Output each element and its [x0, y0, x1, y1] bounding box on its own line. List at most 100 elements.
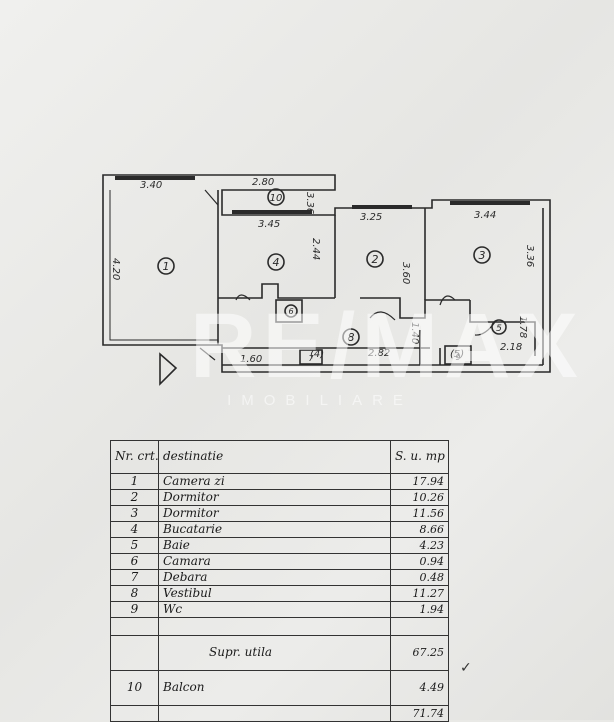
cell-empty [390, 616, 449, 636]
dim-label: 2.82 [368, 348, 390, 359]
cell-destination: Dormitor [158, 504, 391, 522]
entry-arrow [159, 352, 178, 386]
cell-area: 0.48 [390, 568, 449, 586]
room-number: 8 [348, 331, 355, 344]
door-4 [439, 295, 456, 306]
table-row: 6 Camara 0.94 [110, 552, 449, 570]
door-1 [204, 189, 219, 206]
cell-empty [110, 634, 159, 671]
table-row: 8 Vestibul 11.27 [110, 584, 449, 602]
cell-nr: 4 [110, 520, 159, 538]
cell-nr: 8 [110, 584, 159, 602]
room-number: 6 [288, 307, 293, 316]
check-mark: ✓ [460, 660, 472, 676]
closet-6 [275, 299, 303, 323]
table-row: 9 Wc 1.94 [110, 600, 449, 618]
dim-label: 4.20 [110, 258, 121, 280]
table-row: 3 Dormitor 11.56 [110, 504, 449, 522]
room-number: 1 [163, 260, 170, 273]
room-number: 4 [273, 256, 280, 269]
room-number: 9 [455, 353, 460, 362]
dim-label: 1.60 [240, 354, 262, 365]
dim-label: 3.44 [474, 210, 496, 221]
cell-area: 11.27 [390, 584, 449, 602]
dim-label: 3.36 [304, 192, 315, 214]
room-circle-8 [342, 328, 360, 346]
door-entry [199, 347, 216, 361]
cell-destination: Vestibul [158, 584, 391, 602]
area-table: Nr. crt. destinatie S. u. mp 1 Camera zi… [110, 440, 449, 722]
header-destination: destinatie [158, 440, 391, 474]
dim-label: 3.45 [258, 219, 280, 230]
cell-empty [158, 616, 391, 636]
room-number: 5 [496, 324, 502, 334]
cell-nr: 9 [110, 600, 159, 618]
subtotal-area: 67.25 [390, 634, 449, 671]
dim-label: 1.40 [409, 322, 420, 344]
cell-destination: Debara [158, 568, 391, 586]
cell-area: 10.26 [390, 488, 449, 506]
cell-destination: Dormitor [158, 488, 391, 506]
cell-destination: Bucatarie [158, 520, 391, 538]
table-row-blank [110, 616, 449, 636]
outer-wall-inner [109, 190, 218, 341]
room-circle-10 [267, 188, 285, 206]
balcony-row: 10 Balcon 4.49 [110, 669, 449, 706]
dim-label: 2.80 [252, 177, 274, 188]
cell-nr: 6 [110, 552, 159, 570]
room-circle-3 [473, 246, 491, 264]
header-nr: Nr. crt. [110, 440, 159, 474]
dim-label: 3.40 [140, 180, 162, 191]
cell-empty [158, 704, 391, 722]
cell-nr: 5 [110, 536, 159, 554]
dim-label: 1.78 [517, 316, 528, 338]
cell-nr: 7 [110, 568, 159, 586]
dim-label: 2.18 [500, 342, 522, 353]
dim-label: (4) [310, 349, 324, 360]
room-number: 10 [270, 193, 283, 204]
room-number: 7 [308, 354, 314, 363]
subtotal-row: Supr. utila 67.25 [110, 634, 449, 671]
dim-label: 2.44 [310, 238, 321, 260]
cell-area: 11.56 [390, 504, 449, 522]
table-row: 4 Bucatarie 8.66 [110, 520, 449, 538]
cell-destination: Baie [158, 536, 391, 554]
balcony-area: 4.49 [390, 669, 449, 706]
dim-label: 3.25 [360, 212, 382, 223]
cell-destination: Camera zi [158, 472, 391, 490]
room-circle-6 [284, 304, 298, 318]
corridor-wall-2 [360, 297, 470, 319]
table-row: 1 Camera zi 17.94 [110, 472, 449, 490]
cell-destination: Camara [158, 552, 391, 570]
total-row: 71.74 [110, 704, 449, 722]
dim-label: 3.36 [524, 245, 535, 267]
cell-destination: Wc [158, 600, 391, 618]
room-circle-1 [157, 257, 175, 275]
table-row: 2 Dormitor 10.26 [110, 488, 449, 506]
cell-nr: 2 [110, 488, 159, 506]
wc-9 [444, 345, 472, 365]
table-row: 7 Debara 0.48 [110, 568, 449, 586]
cell-area: 17.94 [390, 472, 449, 490]
bathroom-wall [469, 300, 536, 356]
room-circle-4 [267, 253, 285, 271]
room-circle-2 [366, 250, 384, 268]
corridor-wall [218, 283, 335, 299]
dim-label: 3.60 [400, 262, 411, 284]
header-area: S. u. mp [390, 440, 449, 474]
cell-area: 0.94 [390, 552, 449, 570]
table-row: 5 Baie 4.23 [110, 536, 449, 554]
total-area: 71.74 [390, 704, 449, 722]
closet-7 [299, 349, 323, 365]
cell-empty [110, 616, 159, 636]
subtotal-label: Supr. utila [158, 634, 391, 671]
cell-nr: 3 [110, 504, 159, 522]
cell-empty [110, 704, 159, 722]
cell-nr: 10 [110, 669, 159, 706]
cell-area: 4.23 [390, 536, 449, 554]
cell-area: 8.66 [390, 520, 449, 538]
dim-label: (5) [450, 349, 464, 360]
table-header-row: Nr. crt. destinatie S. u. mp [110, 440, 449, 474]
door-3 [369, 311, 396, 321]
